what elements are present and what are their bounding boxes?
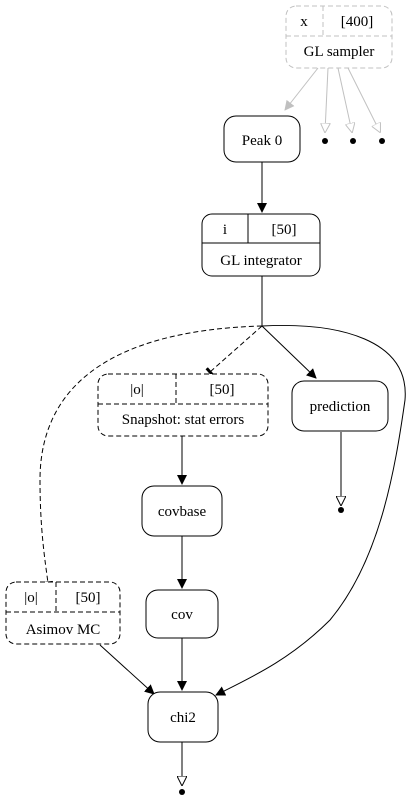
terminal-dot <box>322 138 328 144</box>
cov-label: cov <box>171 607 193 623</box>
terminal-dot <box>350 138 356 144</box>
edges <box>39 67 406 785</box>
integrator-index-label: i <box>223 222 227 238</box>
edge-sampler-output-1 <box>325 67 328 132</box>
output-terminals <box>179 138 385 795</box>
edge-integrator-to-chi2 <box>215 324 406 696</box>
node-covbase[interactable]: covbase <box>141 485 223 537</box>
node-gl-integrator[interactable]: i [50] GL integrator <box>201 213 321 277</box>
peak0-label: Peak 0 <box>242 133 282 149</box>
edge-asimov-to-chi2 <box>99 644 155 695</box>
node-peak0[interactable]: Peak 0 <box>223 115 301 163</box>
terminal-dot <box>179 789 185 795</box>
sampler-size-label: [400] <box>341 14 374 30</box>
terminal-dot <box>338 507 344 513</box>
sampler-title: GL sampler <box>304 44 375 60</box>
node-prediction[interactable]: prediction <box>291 380 389 432</box>
asimov-size-label: [50] <box>76 590 101 606</box>
covbase-label: covbase <box>158 504 207 520</box>
asimov-title: Asimov MC <box>26 622 101 638</box>
snapshot-abs-label: |o| <box>130 382 144 398</box>
sampler-input-label: x <box>300 14 308 30</box>
edge-sampler-output-2 <box>337 67 352 132</box>
node-chi2[interactable]: chi2 <box>147 691 219 743</box>
integrator-title: GL integrator <box>220 253 302 269</box>
edge-sampler-to-peak0 <box>284 67 319 111</box>
node-gl-sampler[interactable]: x [400] GL sampler <box>285 5 393 69</box>
node-snapshot[interactable]: |o| [50] Snapshot: stat errors <box>97 373 269 437</box>
edge-integrator-to-prediction <box>261 325 317 379</box>
node-asimov[interactable]: |o| [50] Asimov MC <box>5 581 121 645</box>
edge-sampler-output-3 <box>347 67 380 132</box>
edge-integrator-to-asimov <box>39 325 263 586</box>
edge-integrator-to-snapshot <box>205 325 263 377</box>
prediction-label: prediction <box>310 399 371 415</box>
node-cov[interactable]: cov <box>145 589 219 639</box>
chi2-label: chi2 <box>170 710 196 726</box>
terminal-dot <box>379 138 385 144</box>
integrator-size-label: [50] <box>272 222 297 238</box>
snapshot-title: Snapshot: stat errors <box>122 412 245 428</box>
snapshot-size-label: [50] <box>210 382 235 398</box>
asimov-abs-label: |o| <box>24 590 38 606</box>
